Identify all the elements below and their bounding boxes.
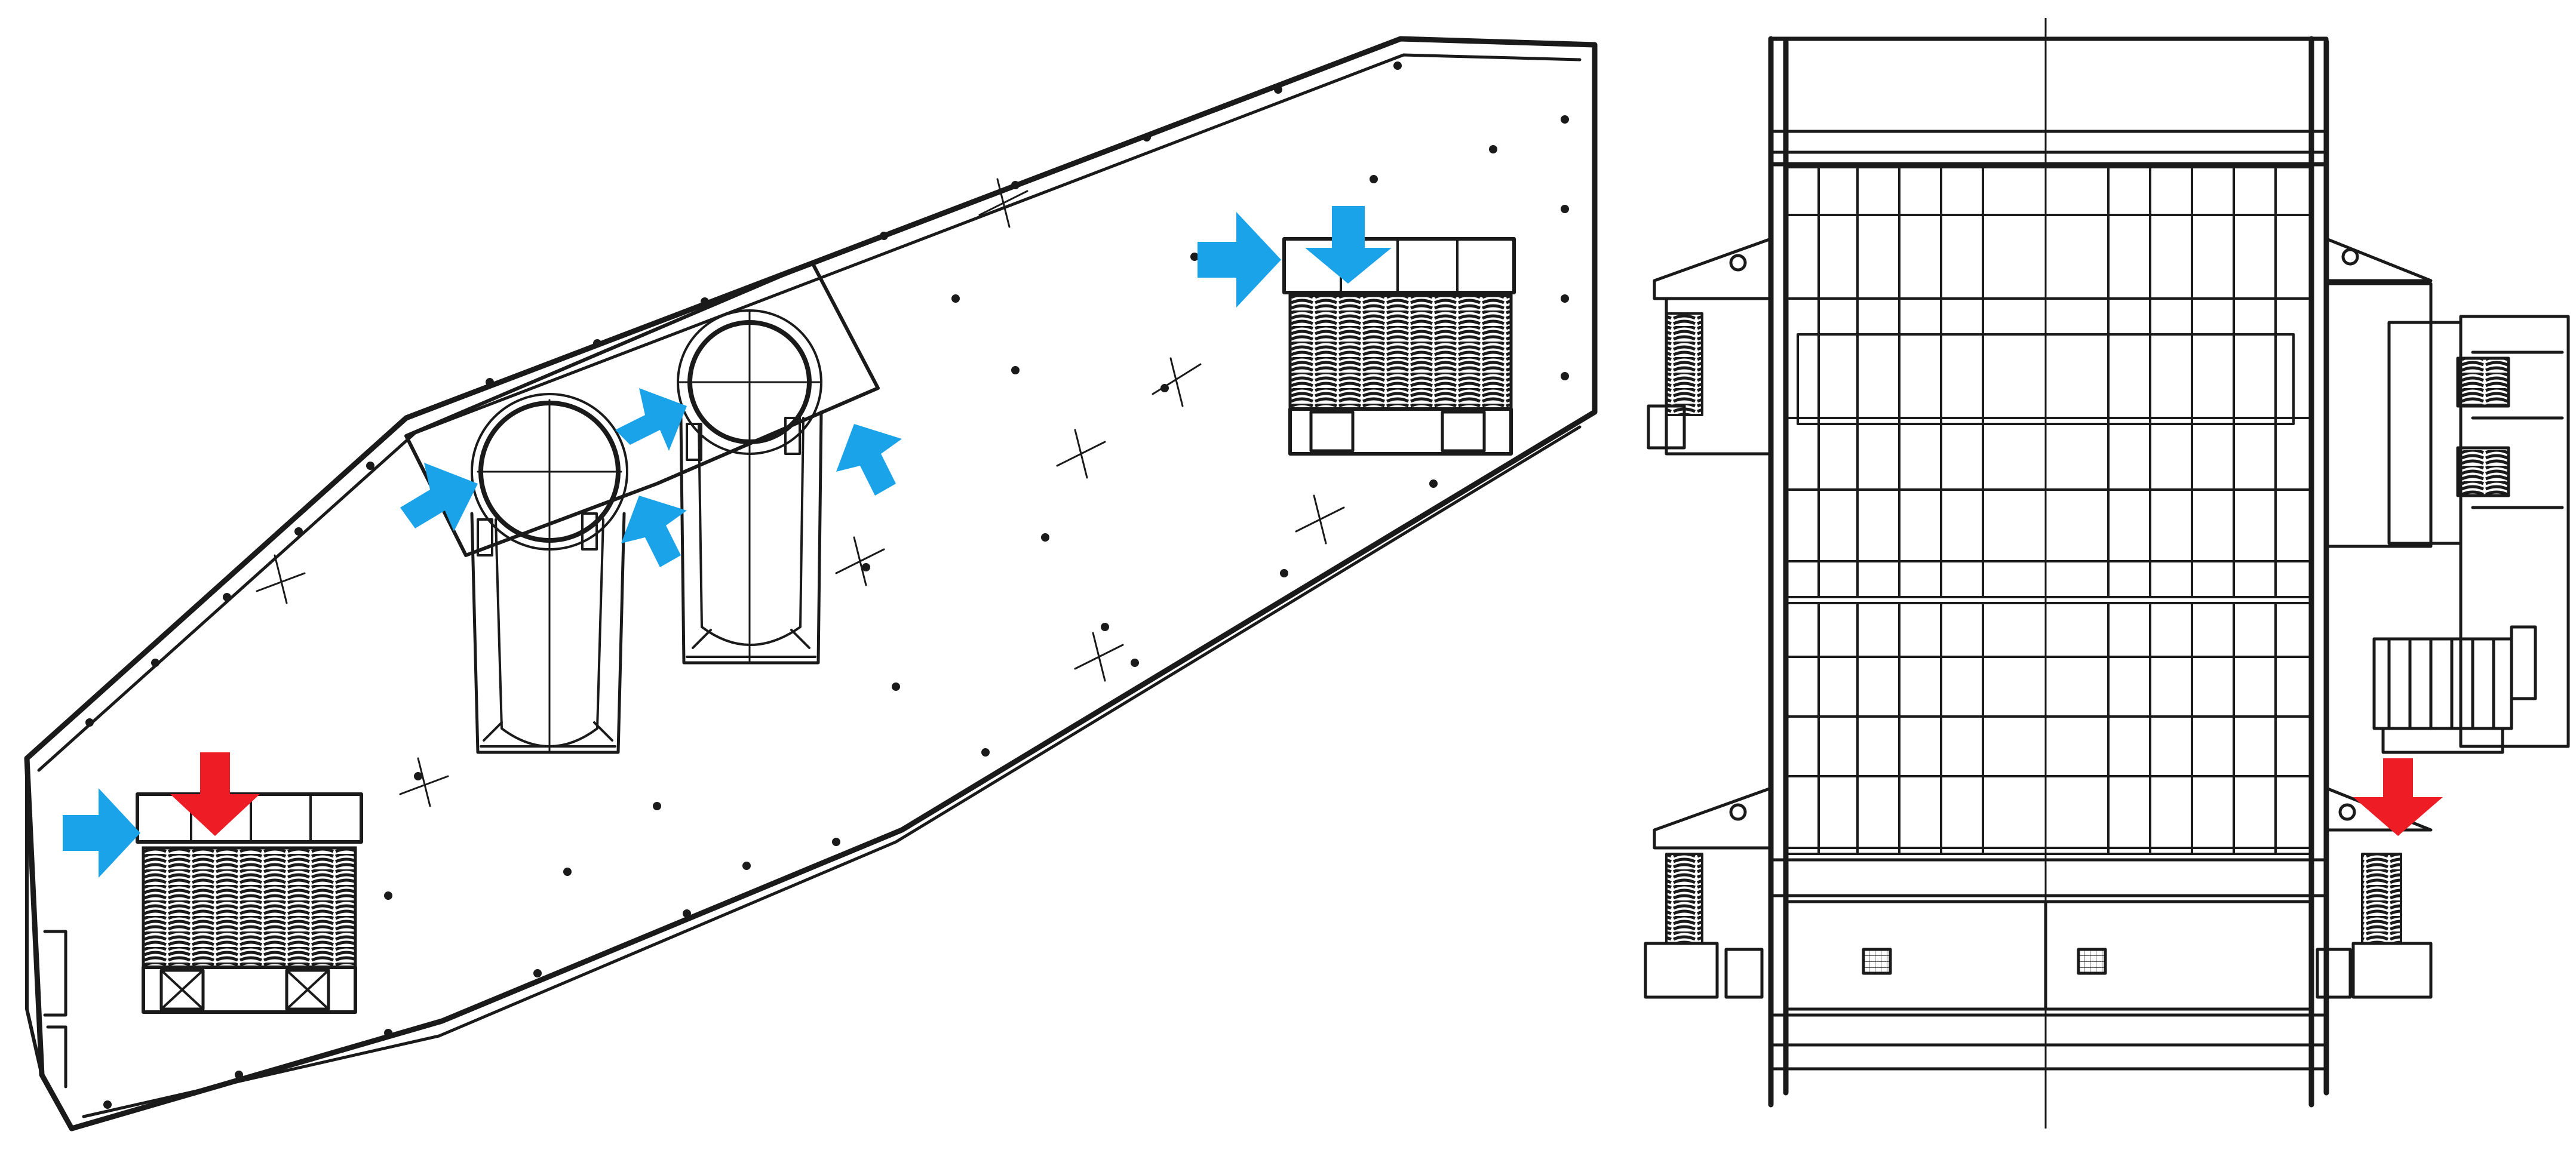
- right-bracket-upper: [2325, 237, 2433, 548]
- rivet-dots: [85, 62, 1569, 1109]
- blue-arrow: [1305, 206, 1392, 284]
- end-view: [1644, 18, 2570, 1129]
- right-side-frame: [2308, 36, 2329, 1108]
- blue-arrow: [615, 388, 687, 451]
- blue-arrow: [400, 463, 478, 531]
- side-view: [24, 36, 1598, 1132]
- top-rail: [37, 53, 1582, 772]
- left-side-frame: [1768, 36, 1789, 1108]
- left-bracket-upper: [1647, 237, 1773, 456]
- motor: [2372, 625, 2537, 754]
- load-arrows: [63, 206, 2443, 878]
- exciter-left: [470, 393, 628, 754]
- centre-marks: [256, 178, 1345, 807]
- blue-arrow: [63, 788, 140, 878]
- left-bracket-lower: [1644, 786, 1773, 999]
- right-bracket-lower: [2316, 786, 2433, 999]
- blue-arrow: [621, 496, 687, 567]
- left-flange: [43, 930, 67, 1089]
- red-arrow: [170, 752, 260, 836]
- blue-arrow: [836, 424, 902, 496]
- spring-support-left: [136, 792, 363, 1014]
- discharge-section: [1769, 858, 2328, 1071]
- spring-support-right: [1282, 237, 1516, 456]
- screen-decks: [1785, 166, 2313, 855]
- exciter-right: [677, 309, 823, 665]
- drive-assembly: [2387, 315, 2570, 748]
- red-arrow: [2353, 758, 2443, 836]
- top-housing: [1768, 36, 2329, 167]
- screen-body-outline: [24, 36, 1598, 1132]
- drive-mount-plate: [404, 261, 880, 557]
- bottom-rail: [82, 425, 1582, 1118]
- blue-arrow: [1198, 212, 1281, 308]
- left-end-plate: [25, 757, 44, 1077]
